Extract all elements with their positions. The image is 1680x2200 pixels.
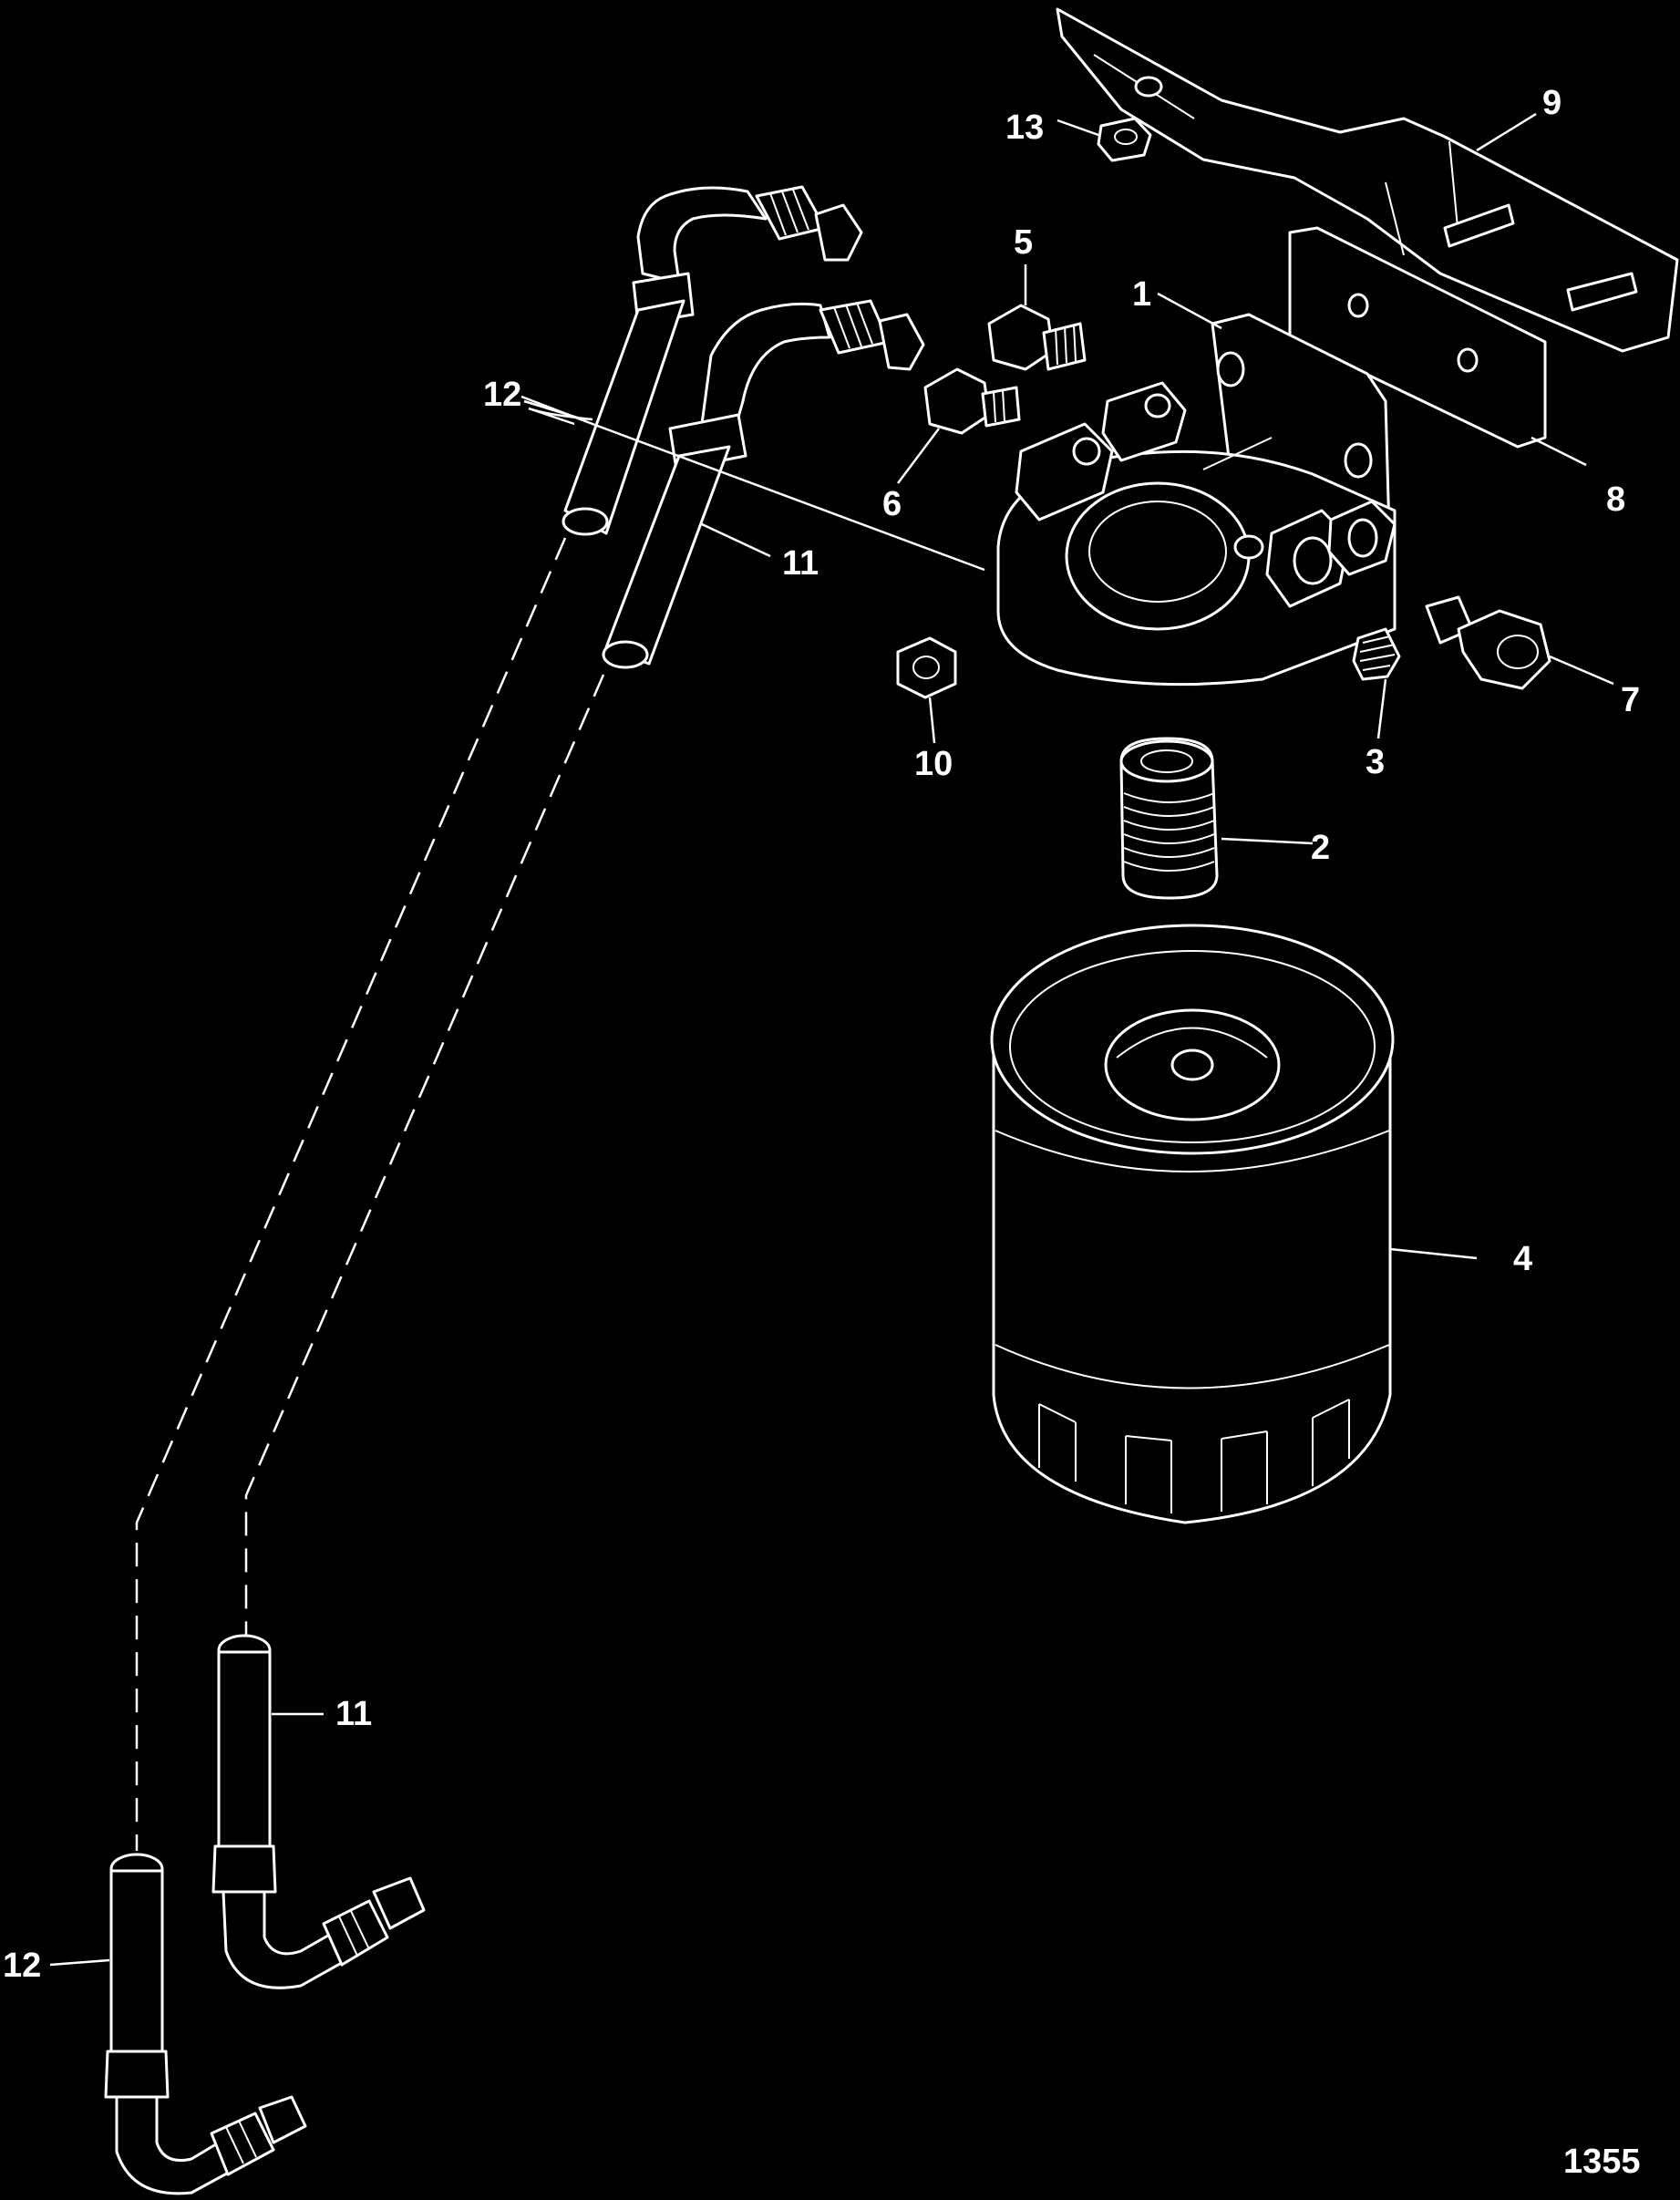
plug-3 bbox=[1352, 627, 1401, 681]
nut-13 bbox=[1097, 117, 1152, 162]
mounting-bracket bbox=[1056, 7, 1679, 353]
fuel-hose-11-upper bbox=[602, 299, 925, 669]
callout-3: 3 bbox=[1366, 743, 1385, 781]
fuel-hose-11-lower bbox=[211, 1634, 426, 1989]
leader-lines bbox=[49, 112, 1614, 1967]
filter-cartridge bbox=[990, 924, 1395, 1524]
callout-11-upper: 11 bbox=[782, 544, 819, 583]
callout-12-lower: 12 bbox=[3, 1947, 41, 1985]
hose-12-continuation bbox=[135, 537, 567, 1851]
callout-13: 13 bbox=[1005, 108, 1044, 147]
fitting-7 bbox=[1425, 595, 1551, 690]
callout-12-upper: 12 bbox=[483, 376, 521, 414]
callout-1: 1 bbox=[1132, 275, 1151, 314]
callout-6: 6 bbox=[882, 485, 902, 523]
figure-number: 1355 bbox=[1563, 2143, 1641, 2181]
callout-10: 10 bbox=[914, 745, 953, 783]
fitting-5 bbox=[987, 304, 1087, 371]
nut-10 bbox=[896, 636, 957, 699]
hose-11-continuation bbox=[244, 674, 605, 1641]
callout-4: 4 bbox=[1513, 1240, 1532, 1278]
fitting-6 bbox=[923, 367, 1021, 435]
adapter-nipple bbox=[1119, 737, 1219, 900]
callout-9: 9 bbox=[1542, 84, 1561, 122]
fuel-hose-12-lower bbox=[104, 1853, 307, 2195]
filter-head bbox=[996, 313, 1397, 687]
callout-5: 5 bbox=[1014, 223, 1033, 262]
callout-2: 2 bbox=[1311, 829, 1330, 867]
fuel-hose-12-upper bbox=[562, 185, 863, 536]
callout-8: 8 bbox=[1606, 480, 1625, 519]
callout-11-lower: 11 bbox=[335, 1695, 372, 1733]
callout-7: 7 bbox=[1621, 681, 1640, 719]
